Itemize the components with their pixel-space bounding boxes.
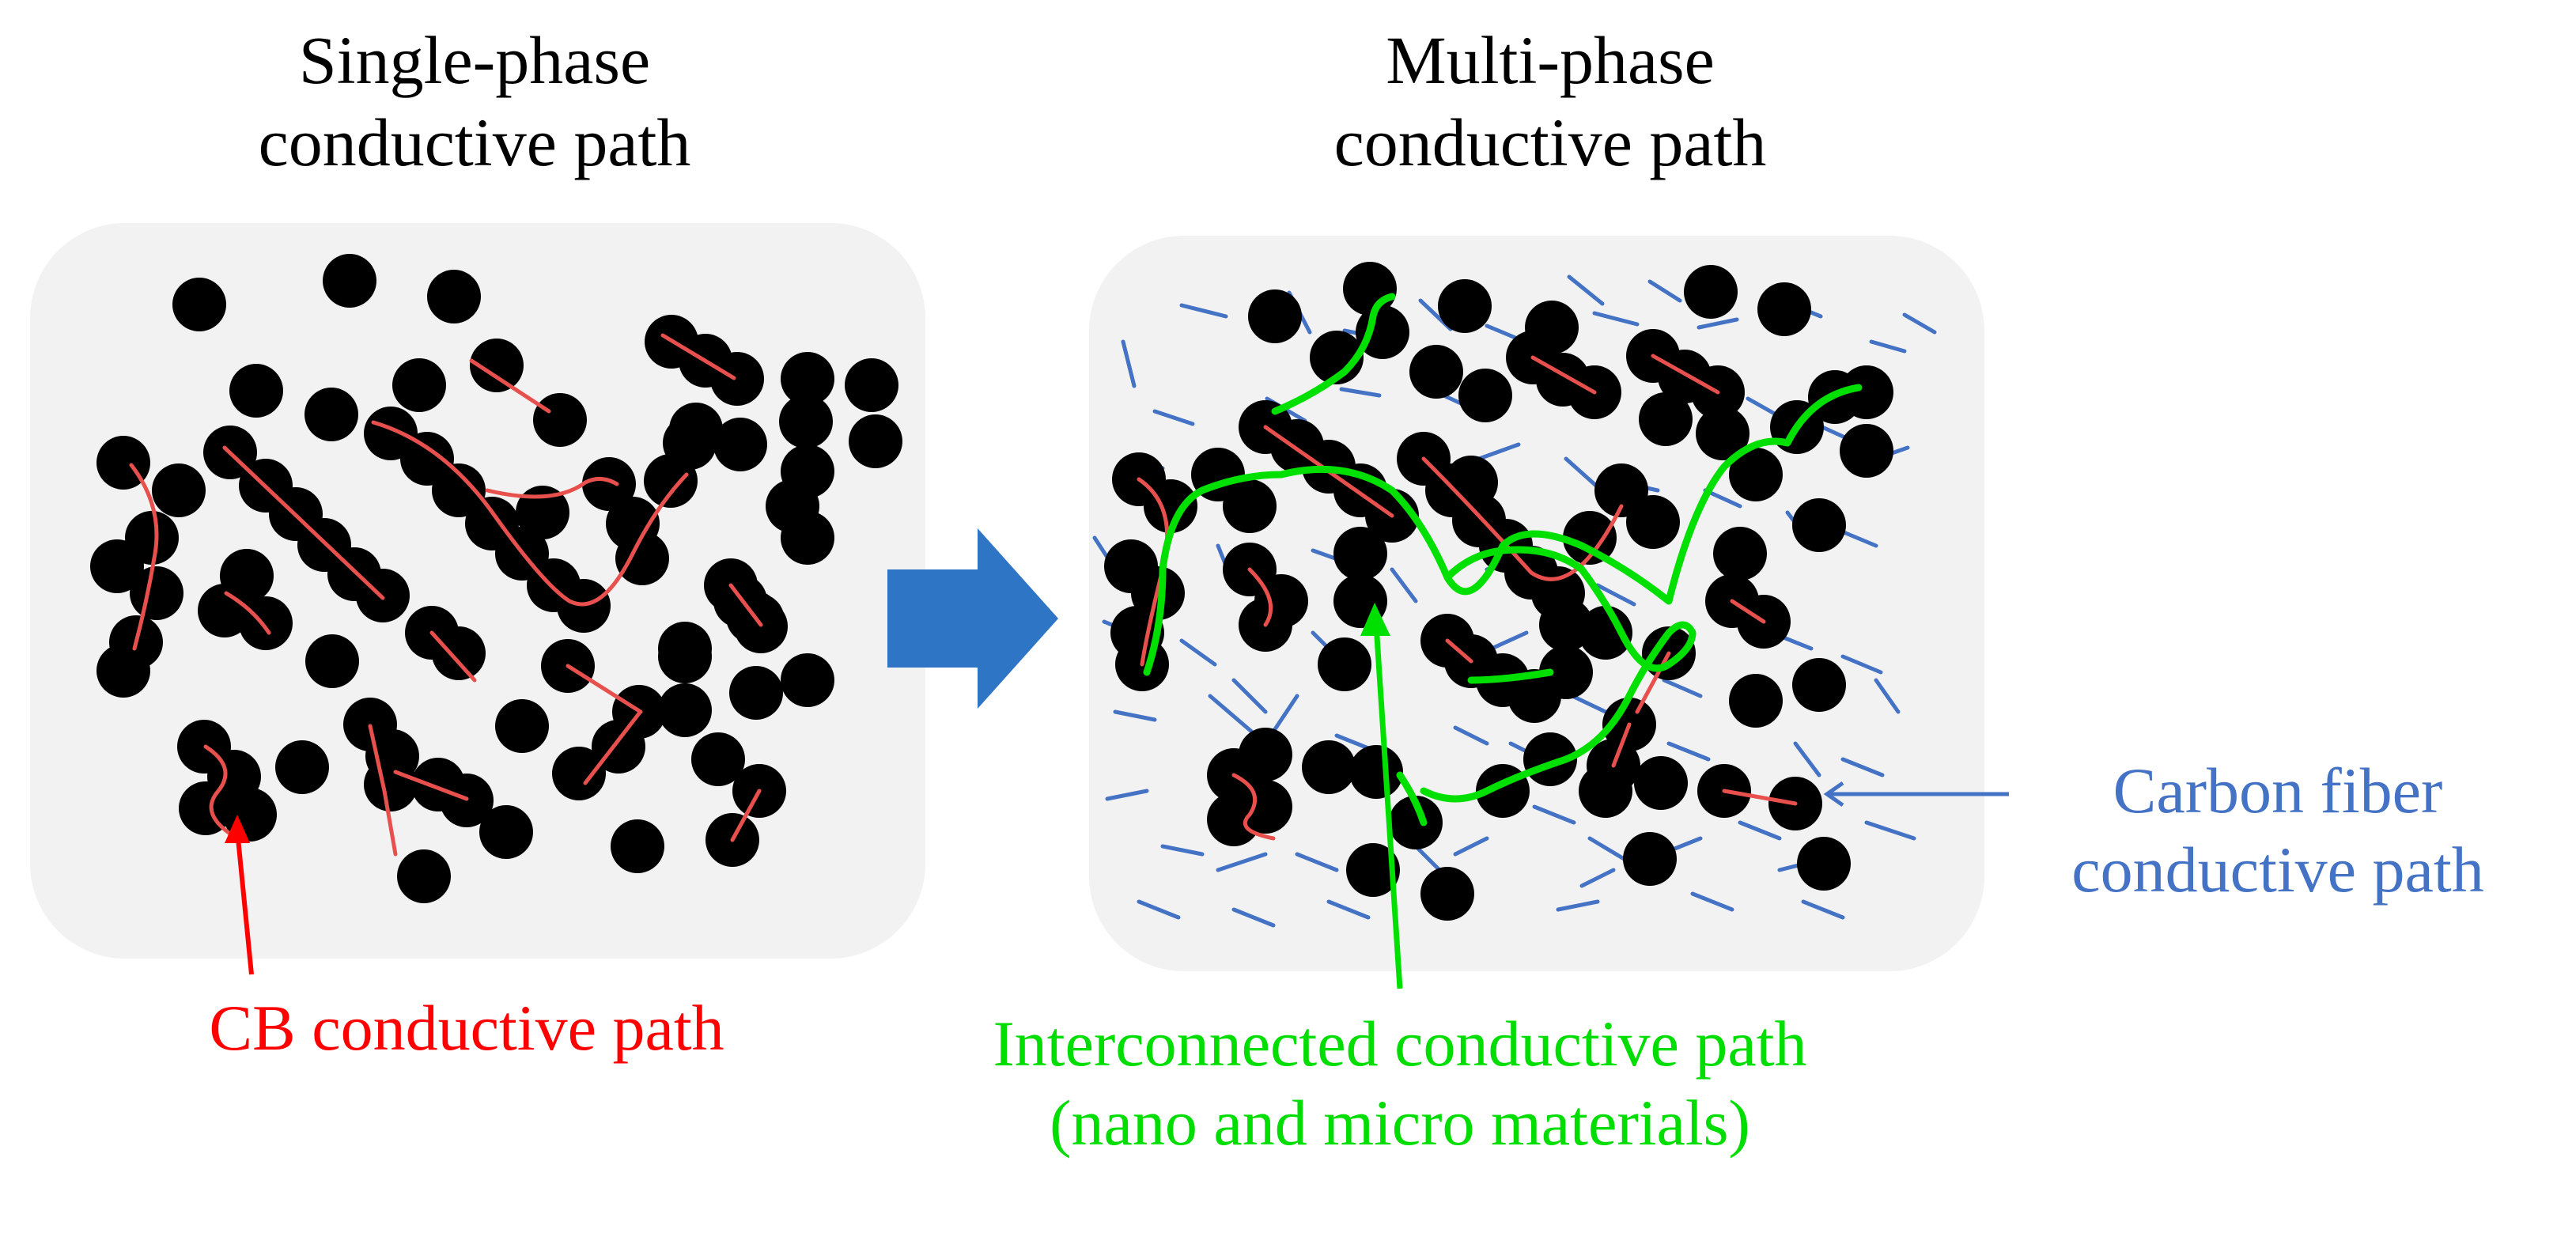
cb-label-arrow — [225, 815, 254, 975]
carbon-fiber-label: Carbon fiber conductive path — [2025, 751, 2531, 910]
right-title-line2: conductive path — [1333, 104, 1767, 180]
interconnected-line1: Interconnected conductive path — [993, 1008, 1807, 1080]
right-panel-title: Multi-phase conductive path — [1258, 19, 1843, 183]
interconnected-path-label: Interconnected conductive path (nano and… — [925, 1004, 1874, 1163]
left-title-line1: Single-phase — [298, 22, 651, 98]
left-panel-title: Single-phase conductive path — [182, 19, 767, 183]
carbon-fiber-line1: Carbon fiber — [2113, 755, 2443, 827]
carbon-fiber-line2: conductive path — [2071, 834, 2484, 906]
left-title-line2: conductive path — [258, 104, 691, 180]
interconnected-label-arrow — [1360, 603, 1403, 989]
carbon-fiber-label-arrow — [1823, 781, 2009, 808]
left-particles — [90, 254, 902, 903]
transition-arrow — [887, 528, 1058, 709]
interconnected-line2: (nano and micro materials) — [1050, 1087, 1750, 1159]
right-title-line1: Multi-phase — [1386, 22, 1715, 98]
interconnected-path-lines — [1143, 293, 1863, 827]
cb-path-label: CB conductive path — [209, 992, 724, 1064]
cb-conductive-path-segments — [129, 333, 763, 857]
